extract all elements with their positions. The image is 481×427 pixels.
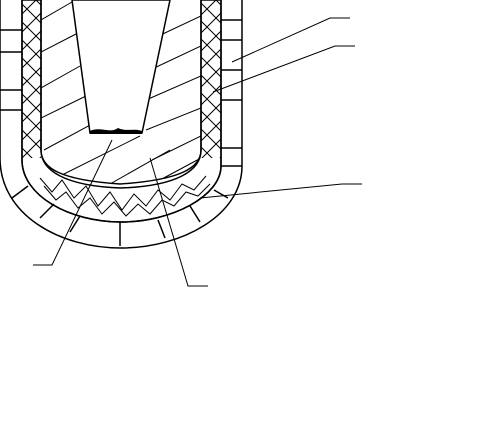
callout-line-5 <box>149 157 208 287</box>
callout-lines <box>33 17 362 287</box>
inner-refractory <box>40 0 202 185</box>
insulation-layer <box>21 0 222 223</box>
callout-line-3 <box>199 183 362 199</box>
callout-line-4 <box>33 139 113 266</box>
callout-line-1 <box>231 17 350 63</box>
crucible-cavity <box>71 0 171 134</box>
callout-line-2 <box>212 45 355 93</box>
